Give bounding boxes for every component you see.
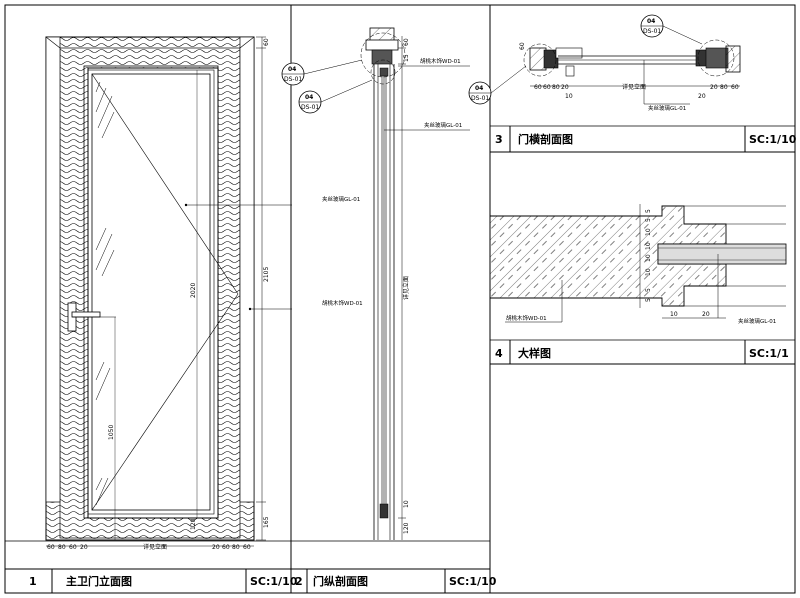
detail-dim-v4: 10 (645, 242, 652, 250)
title-scale: SC:1/10 (449, 575, 497, 588)
dim-bottom-b: 165 (263, 516, 270, 528)
section-callout-b: 04 DS-01 (298, 79, 373, 114)
callout-sheet: DS-01 (301, 104, 319, 111)
plan-callout-left: 04 DS-01 (468, 65, 527, 105)
dim-bottom-3: 60 (69, 544, 77, 551)
dim-section-bottom-b: 10 (403, 500, 410, 508)
detail-dim-v3: 10 (645, 228, 652, 236)
dim-bottom-6: 60 (222, 544, 230, 551)
title-text: 门纵剖面图 (313, 574, 368, 588)
title-block-2: 2 门纵剖面图 SC:1/10 (295, 569, 497, 593)
plan-label-glass: 夹丝玻璃GL-01 (648, 104, 686, 112)
callout-number: 04 (305, 94, 313, 101)
plan-dim-gap: 10 (565, 93, 573, 100)
detail-dim-v7: 5 (645, 288, 652, 292)
detail-dim-v8: 5 (645, 298, 652, 302)
detail-dim-v2: 5 (645, 218, 652, 222)
detail-drawing: 5 5 10 10 10 10 5 5 10 20 胡桃木饰WD-01 夹丝玻璃… (489, 204, 787, 325)
dim-door-height: 2020 (190, 283, 197, 298)
title-number: 3 (495, 133, 503, 146)
detail-dim-h1: 10 (670, 311, 678, 318)
callout-number: 04 (288, 66, 296, 73)
plan-dim-l4: 20 (561, 84, 569, 91)
title-scale: SC:1/10 (250, 575, 298, 588)
dim-bottom-1: 60 (47, 544, 55, 551)
dim-section-bottom-a: 120 (403, 522, 410, 534)
detail-dim-v6: 10 (645, 268, 652, 276)
label-glass-elevation: 夹丝玻璃GL-01 (322, 195, 360, 203)
plan-dim-l1: 60 (534, 84, 542, 91)
door-elevation: 2020 1050 120 60 2105 165 60 80 60 20 详见… (45, 36, 292, 551)
dim-bottom-2: 80 (58, 544, 66, 551)
section-callout-a: 04 DS-01 (281, 59, 363, 86)
plan-callout-top: 04 DS-01 (640, 14, 703, 45)
label-wood-elevation: 胡桃木饰WD-01 (322, 299, 363, 307)
detail-dim-h2: 20 (702, 311, 710, 318)
detail-label-glass: 夹丝玻璃GL-01 (738, 317, 776, 325)
glass-hatch (95, 81, 115, 506)
callout-number: 04 (475, 85, 483, 92)
detail-dim-v1: 5 (645, 209, 652, 213)
detail-label-wood: 胡桃木饰WD-01 (506, 314, 547, 322)
dim-section-opening: 详见立面 (402, 276, 410, 300)
dim-bottom-a: 120 (190, 518, 197, 530)
plan-dim-side: 60 (519, 42, 526, 50)
title-block-4: 4 大样图 SC:1/1 (495, 340, 789, 364)
dim-total-height: 2105 (263, 267, 270, 282)
plan-dim-l2: 60 (543, 84, 551, 91)
plan-dim-r2: 80 (720, 84, 728, 91)
dim-bottom-4: 20 (80, 544, 88, 551)
title-number: 4 (495, 347, 503, 360)
plan-dim-opening: 详见立面 (622, 83, 646, 91)
title-text: 大样图 (518, 346, 551, 360)
dim-opening: 详见立面 (143, 543, 167, 551)
plan-dim-r1: 20 (710, 84, 718, 91)
dim-handle-height: 1050 (108, 425, 115, 440)
label-glass-section: 夹丝玻璃GL-01 (424, 121, 462, 129)
dim-bottom-5: 20 (212, 544, 220, 551)
door-handle (67, 302, 116, 332)
label-wood-top: 胡桃木饰WD-01 (420, 57, 461, 65)
callout-sheet: DS-01 (284, 76, 302, 83)
dim-bottom-8: 60 (243, 544, 251, 551)
detail-dim-v5: 10 (645, 254, 652, 262)
callout-sheet: DS-01 (471, 95, 489, 102)
plan-dim-l3: 80 (552, 84, 560, 91)
door-horizontal-section: 60 60 80 20 详见立面 20 80 60 10 20 60 夹丝玻璃G… (519, 39, 741, 112)
dim-bottom-7: 80 (232, 544, 240, 551)
title-text: 门横剖面图 (518, 132, 573, 146)
title-number: 2 (295, 575, 303, 588)
title-scale: SC:1/1 (749, 347, 789, 360)
title-block-3: 3 门横剖面图 SC:1/10 (495, 126, 797, 152)
dim-top: 60 (263, 38, 270, 46)
sheet-frame (4, 4, 796, 594)
title-text: 主卫门立面图 (66, 574, 132, 588)
callout-number: 04 (647, 18, 655, 25)
title-block-1: 1 主卫门立面图 SC:1/10 (29, 569, 298, 593)
title-scale: SC:1/10 (749, 133, 797, 146)
callout-sheet: DS-01 (643, 28, 661, 35)
door-vertical-section: 60 15 详见立面 120 10 胡桃木饰WD-01 夹丝玻璃GL-01 夹丝… (322, 27, 470, 540)
plan-dim-gap-r: 20 (698, 93, 706, 100)
title-number: 1 (29, 575, 37, 588)
dim-section-small: 15 (403, 54, 410, 62)
dim-section-top: 60 (403, 38, 410, 46)
plan-dim-r3: 60 (731, 84, 739, 91)
